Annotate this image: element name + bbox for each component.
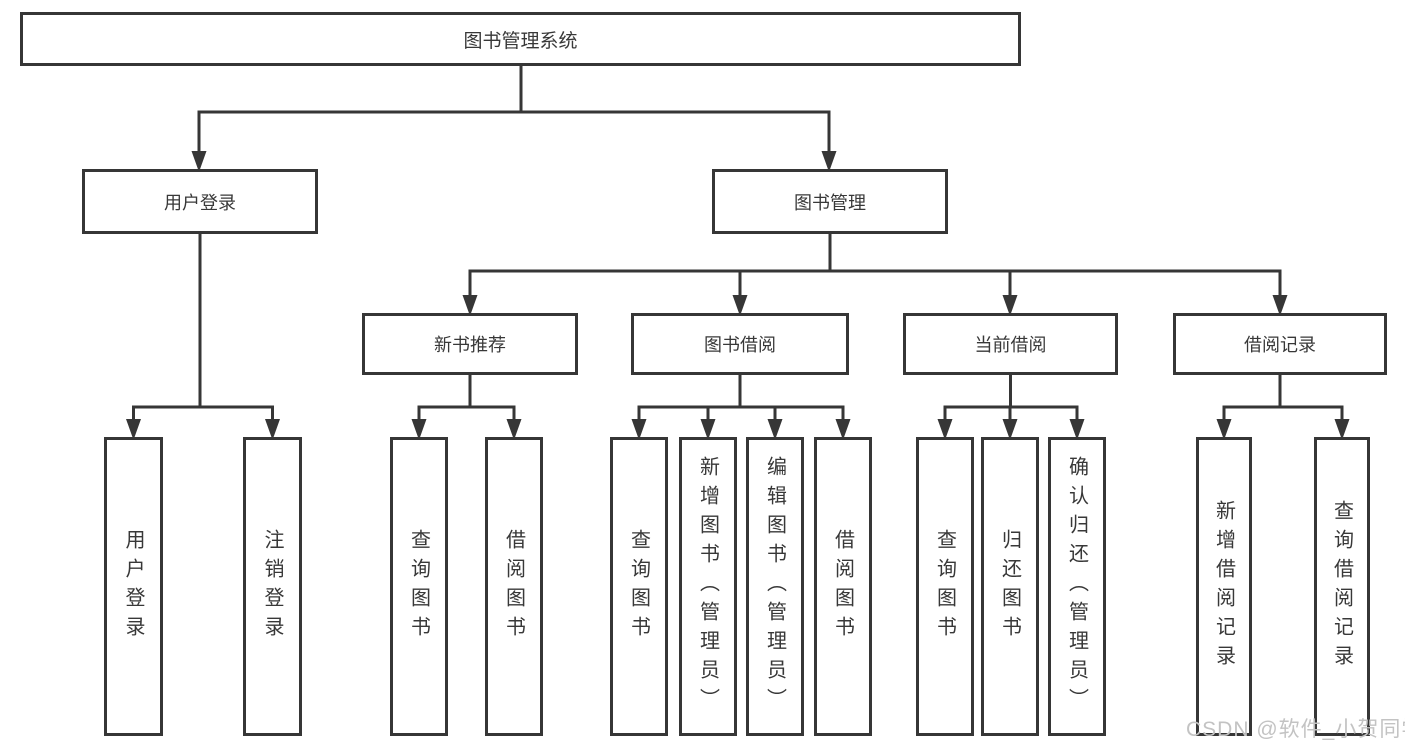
leaf-label: 查询借阅记录 <box>1330 499 1353 674</box>
leaf-label: 借阅图书 <box>831 528 854 645</box>
leaf-borrow-books-2: 借阅图书 <box>814 437 872 736</box>
leaf-label: 注销登录 <box>261 528 283 645</box>
leaf-label: 归还图书 <box>998 528 1021 645</box>
node-label: 图书借阅 <box>704 335 776 355</box>
leaf-label: 查询图书 <box>627 528 650 645</box>
node-label: 图书管理系统 <box>463 30 578 52</box>
node-label: 用户登录 <box>164 192 236 213</box>
node-user-login: 用户登录 <box>82 169 318 234</box>
leaf-label: 编辑图书（管理员） <box>763 456 786 717</box>
leaf-query-borrow-record: 查询借阅记录 <box>1314 437 1370 736</box>
leaf-label: 查询图书 <box>933 528 956 645</box>
leaf-label: 新增借阅记录 <box>1212 499 1235 674</box>
node-current-borrow: 当前借阅 <box>903 313 1118 375</box>
leaf-user-login: 用户登录 <box>104 437 163 736</box>
leaf-query-books-2: 查询图书 <box>610 437 668 736</box>
leaf-return-book: 归还图书 <box>981 437 1039 736</box>
leaf-edit-book-admin: 编辑图书（管理员） <box>746 437 804 736</box>
node-label: 图书管理 <box>794 192 866 213</box>
node-borrow-records: 借阅记录 <box>1173 313 1387 375</box>
node-new-book-recommend: 新书推荐 <box>362 313 578 375</box>
leaf-label: 查询图书 <box>407 528 430 645</box>
leaf-confirm-return-admin: 确认归还（管理员） <box>1048 437 1106 736</box>
leaf-add-book-admin: 新增图书（管理员） <box>679 437 737 736</box>
node-label: 当前借阅 <box>974 335 1047 355</box>
watermark: CSDN @软件_小贺同学 <box>1186 718 1405 741</box>
node-label: 新书推荐 <box>434 335 506 355</box>
node-book-management: 图书管理 <box>712 169 948 234</box>
leaf-label: 借阅图书 <box>502 528 525 645</box>
leaf-label: 用户登录 <box>122 528 144 645</box>
leaf-add-borrow-record: 新增借阅记录 <box>1196 437 1252 736</box>
leaf-query-books-3: 查询图书 <box>916 437 974 736</box>
leaf-logout: 注销登录 <box>243 437 302 736</box>
node-library-management-system: 图书管理系统 <box>20 12 1021 66</box>
leaf-borrow-books-1: 借阅图书 <box>485 437 543 736</box>
node-label: 借阅记录 <box>1244 335 1316 355</box>
leaf-label: 确认归还（管理员） <box>1065 456 1088 717</box>
node-book-borrow: 图书借阅 <box>631 313 849 375</box>
leaf-query-books-1: 查询图书 <box>390 437 448 736</box>
leaf-label: 新增图书（管理员） <box>696 456 719 717</box>
